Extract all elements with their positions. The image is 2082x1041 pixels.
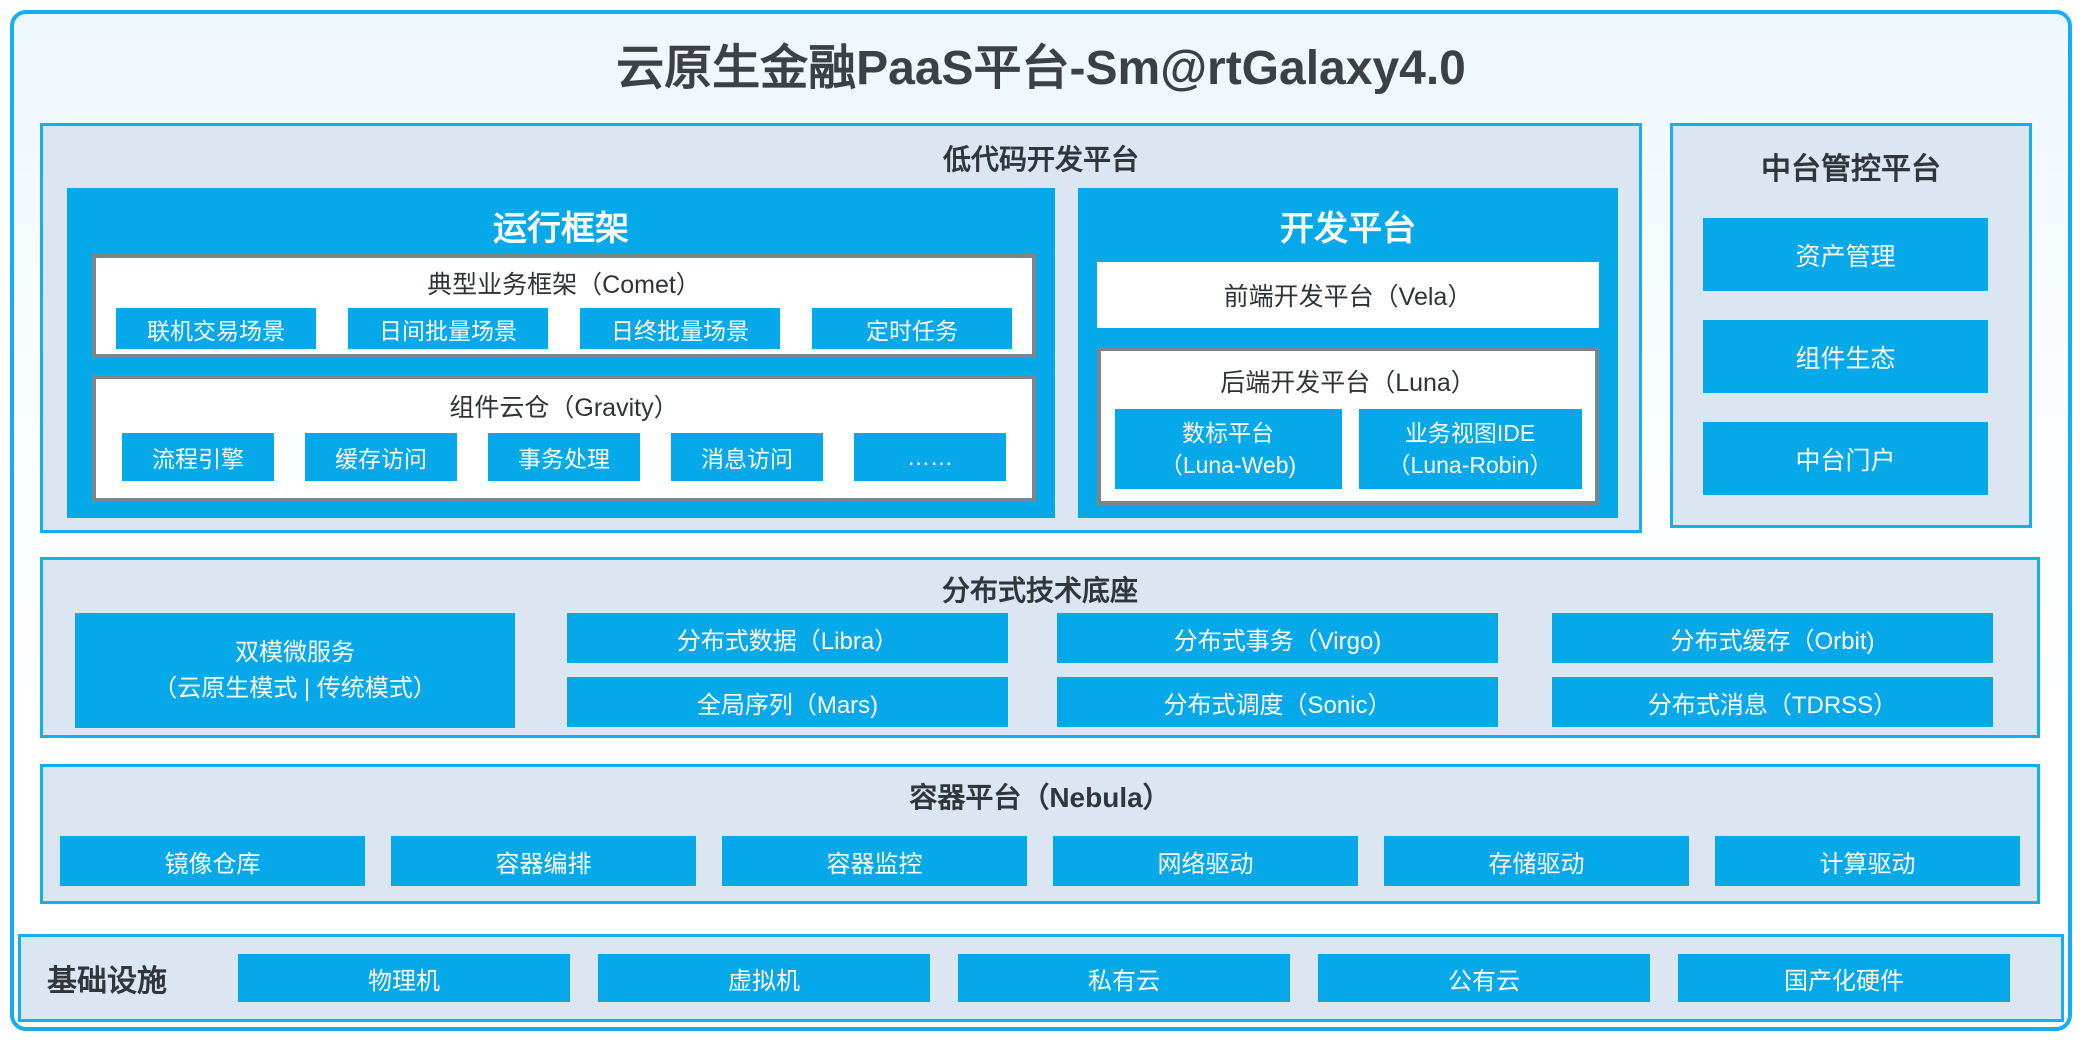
gravity-item-cache-access: 缓存访问 [305, 433, 457, 481]
luna-label: 后端开发平台（Luna） [1220, 369, 1476, 397]
comet-label: 典型业务框架（Comet） [427, 271, 701, 299]
luna-item-robin-line2: （Luna-Robin） [1387, 452, 1553, 478]
infra-item-private-cloud: 私有云 [958, 954, 1290, 1002]
container-item-image-registry: 镜像仓库 [60, 836, 365, 886]
comet-box: 典型业务框架（Comet） 联机交易场景 日间批量场景 日终批量场景 定时任务 [92, 254, 1036, 358]
container-item-network-driver: 网络驱动 [1053, 836, 1358, 886]
infra-item-physical-machine: 物理机 [238, 954, 570, 1002]
midplatform-item-component-eco: 组件生态 [1703, 320, 1988, 393]
distributed-transaction-virgo: 分布式事务（Virgo) [1057, 613, 1498, 663]
distributed-message-tdrss: 分布式消息（TDRSS） [1552, 677, 1993, 727]
luna-item-robin: 业务视图IDE （Luna-Robin） [1358, 409, 1582, 489]
panel-container-platform-label: 容器平台（Nebula） [909, 782, 1171, 813]
midplatform-item-portal: 中台门户 [1703, 422, 1988, 495]
dev-platform-box: 开发平台 前端开发平台（Vela） 后端开发平台（Luna） 数标平台 （Lun… [1078, 188, 1618, 518]
comet-item-scheduled-task: 定时任务 [812, 308, 1012, 349]
gravity-item-ellipsis: …… [854, 433, 1006, 481]
dual-mode-line2: （云原生模式 | 传统模式） [153, 674, 437, 702]
gravity-box: 组件云仓（Gravity） 流程引擎 缓存访问 事务处理 消息访问 …… [92, 375, 1036, 502]
page-title: 云原生金融PaaS平台-Sm@rtGalaxy4.0 [616, 42, 1466, 95]
luna-item-robin-line1: 业务视图IDE [1404, 419, 1536, 446]
panel-distributed-label: 分布式技术底座 [941, 575, 1138, 606]
panel-infrastructure: 基础设施 物理机 虚拟机 私有云 公有云 国产化硬件 [18, 934, 2064, 1022]
luna-box: 后端开发平台（Luna） 数标平台 （Luna-Web) 业务视图IDE （Lu… [1097, 347, 1599, 505]
distributed-scheduler-sonic: 分布式调度（Sonic） [1057, 677, 1498, 727]
vela-label: 前端开发平台（Vela） [1223, 283, 1473, 311]
distributed-data-libra: 分布式数据（Libra） [567, 613, 1008, 663]
dual-mode-line1: 双模微服务 [235, 638, 355, 666]
panel-midplatform: 中台管控平台 资产管理 组件生态 中台门户 [1670, 123, 2032, 528]
runtime-framework-title: 运行框架 [493, 210, 629, 248]
infra-item-public-cloud: 公有云 [1318, 954, 1650, 1002]
panel-distributed: 分布式技术底座 双模微服务 （云原生模式 | 传统模式） 分布式数据（Libra… [40, 557, 2040, 738]
container-item-monitoring: 容器监控 [722, 836, 1027, 886]
gravity-item-message-access: 消息访问 [671, 433, 823, 481]
gravity-item-transaction: 事务处理 [488, 433, 640, 481]
infra-item-virtual-machine: 虚拟机 [598, 954, 930, 1002]
container-item-orchestration: 容器编排 [391, 836, 696, 886]
comet-item-daytime-batch: 日间批量场景 [348, 308, 548, 349]
container-item-compute-driver: 计算驱动 [1715, 836, 2020, 886]
luna-item-web-line1: 数标平台 [1182, 419, 1274, 446]
comet-item-online-trading: 联机交易场景 [116, 308, 316, 349]
luna-item-web: 数标平台 （Luna-Web) [1114, 409, 1342, 489]
panel-lowcode: 低代码开发平台 运行框架 典型业务框架（Comet） 联机交易场景 日间批量场景… [40, 123, 1642, 533]
panel-container-platform: 容器平台（Nebula） 镜像仓库 容器编排 容器监控 网络驱动 存储驱动 计算… [40, 764, 2040, 904]
panel-lowcode-label: 低代码开发平台 [942, 144, 1139, 175]
global-sequence-mars: 全局序列（Mars) [567, 677, 1008, 727]
gravity-label: 组件云仓（Gravity） [449, 394, 679, 422]
runtime-framework-box: 运行框架 典型业务框架（Comet） 联机交易场景 日间批量场景 日终批量场景 … [67, 188, 1055, 518]
luna-item-web-line2: （Luna-Web) [1159, 452, 1297, 478]
panel-midplatform-label: 中台管控平台 [1761, 153, 1941, 186]
infra-item-domestic-hardware: 国产化硬件 [1678, 954, 2010, 1002]
container-item-storage-driver: 存储驱动 [1384, 836, 1689, 886]
dev-platform-title: 开发平台 [1280, 210, 1416, 248]
midplatform-item-asset-mgmt: 资产管理 [1703, 218, 1988, 291]
distributed-dual-mode-microservice: 双模微服务 （云原生模式 | 传统模式） [75, 613, 515, 728]
panel-infrastructure-label: 基础设施 [47, 965, 167, 998]
vela-box: 前端开发平台（Vela） [1097, 262, 1599, 328]
comet-item-eod-batch: 日终批量场景 [580, 308, 780, 349]
distributed-cache-orbit: 分布式缓存（Orbit) [1552, 613, 1993, 663]
gravity-item-process-engine: 流程引擎 [122, 433, 274, 481]
